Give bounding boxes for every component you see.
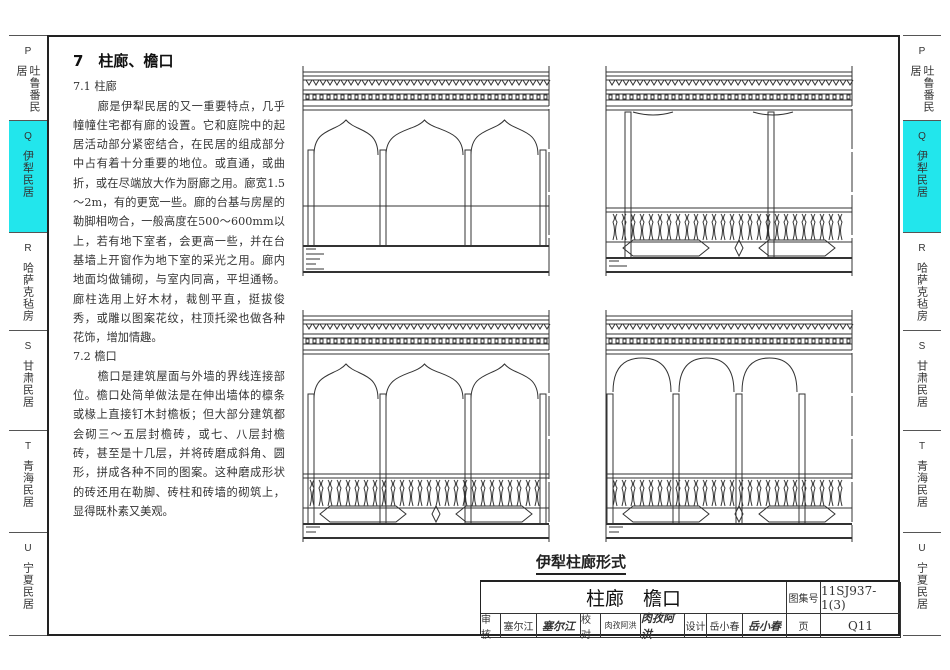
side-tab-letter: P bbox=[918, 46, 926, 57]
side-tab-r[interactable]: R 哈萨克毡房 bbox=[903, 233, 941, 331]
side-tab-t[interactable]: T 青海民居 bbox=[9, 431, 47, 533]
side-tab-letter: Q bbox=[24, 131, 32, 142]
designer-name: 岳小春 bbox=[707, 614, 743, 638]
reviewer-name: 塞尔江 bbox=[501, 614, 537, 638]
side-tab-p[interactable]: P 吐鲁番民居 bbox=[903, 35, 941, 121]
paragraph-1: 廊是伊犁民居的又一重要特点，几乎幢幢住宅都有廊的设置。它和庭院中的起居活动部分紧… bbox=[73, 99, 285, 345]
side-tab-letter: U bbox=[24, 543, 32, 554]
side-tab-label: 哈萨克毡房 bbox=[915, 262, 929, 322]
page-label: 页 bbox=[787, 614, 821, 638]
side-tab-letter: S bbox=[918, 341, 926, 352]
side-tab-q[interactable]: Q 伊犁民居 bbox=[9, 121, 47, 233]
side-tab-letter: U bbox=[918, 543, 926, 554]
side-tab-q[interactable]: Q 伊犁民居 bbox=[903, 121, 941, 233]
side-tab-letter: R bbox=[24, 243, 32, 254]
side-tab-label: 吐鲁番民居 bbox=[909, 65, 935, 113]
side-tab-letter: S bbox=[24, 341, 32, 352]
side-tab-p[interactable]: P 吐鲁番民居 bbox=[9, 35, 47, 121]
side-tabs-right: P 吐鲁番民居 Q 伊犁民居 R 哈萨克毡房 S 甘肃民居 T 青海民居 U 宁夏民居 bbox=[903, 35, 941, 636]
side-tabs-left: P 吐鲁番民居 Q 伊犁民居 R 哈萨克毡房 S 甘肃民居 T 青海民居 U 宁夏民居 bbox=[9, 35, 47, 636]
paragraph-2: 檐口是建筑屋面与外墙的界线连接部位。檐口处简单做法是在伸出墙体的檩条或椽上直接钉… bbox=[73, 369, 285, 518]
side-tab-label: 伊犁民居 bbox=[915, 150, 929, 198]
designer-signature: 岳小春 bbox=[743, 614, 787, 638]
side-tab-label: 伊犁民居 bbox=[21, 150, 35, 198]
figure-caption: 伊犁柱廊形式 bbox=[536, 551, 627, 575]
page-number: Q11 bbox=[821, 614, 901, 638]
check-label: 校对 bbox=[581, 614, 601, 641]
drawing-title: 柱廊 檐口 bbox=[481, 582, 787, 614]
subsection-title-2: 7.2 檐口 bbox=[73, 350, 117, 364]
side-tab-letter: R bbox=[918, 243, 926, 254]
body-text: 7 柱廊、檐口 7.1 柱廊 廊是伊犁民居的又一重要特点，几乎幢幢住宅都有廊的设… bbox=[73, 52, 285, 521]
colonnade-drawing-2 bbox=[605, 66, 854, 276]
side-tab-letter: T bbox=[918, 441, 926, 452]
section-heading: 7 柱廊、檐口 bbox=[73, 52, 174, 70]
side-tab-s[interactable]: S 甘肃民居 bbox=[9, 331, 47, 431]
side-tab-label: 哈萨克毡房 bbox=[21, 262, 35, 322]
side-tab-u[interactable]: U 宁夏民居 bbox=[9, 533, 47, 636]
side-tab-label: 甘肃民居 bbox=[915, 360, 929, 408]
colonnade-drawing-1 bbox=[302, 66, 551, 276]
atlas-label: 图集号 bbox=[787, 582, 821, 614]
reviewer-signature: 塞尔江 bbox=[537, 614, 581, 638]
subsection-title-1: 7.1 柱廊 bbox=[73, 80, 117, 94]
side-tab-t[interactable]: T 青海民居 bbox=[903, 431, 941, 533]
page-frame bbox=[47, 35, 900, 636]
review-label: 审核 bbox=[481, 614, 501, 641]
side-tab-u[interactable]: U 宁夏民居 bbox=[903, 533, 941, 636]
side-tab-label: 宁夏民居 bbox=[915, 562, 929, 610]
design-label: 设计 bbox=[685, 614, 707, 638]
checker-signature: 肉孜阿洪 bbox=[641, 612, 685, 641]
side-tab-r[interactable]: R 哈萨克毡房 bbox=[9, 233, 47, 331]
side-tab-label: 青海民居 bbox=[21, 460, 35, 508]
side-tab-letter: T bbox=[24, 441, 32, 452]
colonnade-drawing-3 bbox=[302, 310, 551, 542]
side-tab-label: 吐鲁番民居 bbox=[15, 65, 41, 113]
side-tab-letter: Q bbox=[918, 131, 926, 142]
side-tab-label: 宁夏民居 bbox=[21, 562, 35, 610]
title-block: 柱廊 檐口 图集号 11SJ937-1(3) 审核 塞尔江 塞尔江 校对 肉孜阿… bbox=[480, 580, 901, 641]
colonnade-drawing-4 bbox=[605, 310, 854, 542]
side-tab-letter: P bbox=[24, 46, 32, 57]
side-tab-s[interactable]: S 甘肃民居 bbox=[903, 331, 941, 431]
side-tab-label: 青海民居 bbox=[915, 460, 929, 508]
side-tab-label: 甘肃民居 bbox=[21, 360, 35, 408]
atlas-number: 11SJ937-1(3) bbox=[821, 582, 901, 614]
checker-name: 肉孜阿洪 bbox=[601, 614, 641, 638]
